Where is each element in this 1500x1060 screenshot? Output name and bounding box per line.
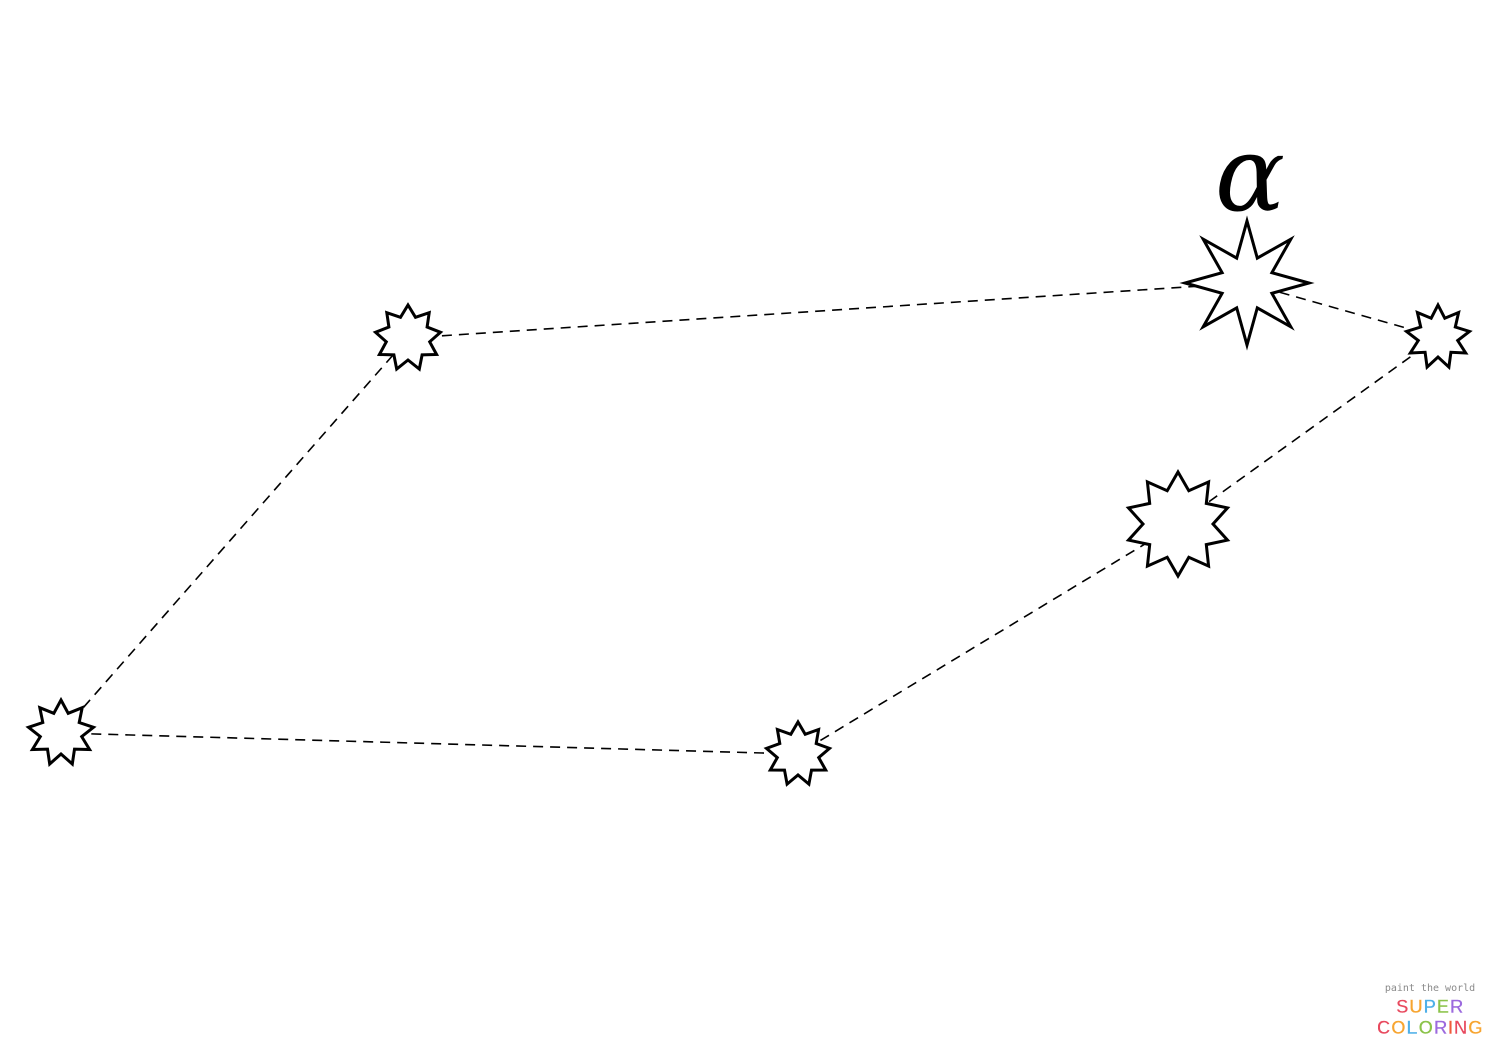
connector-line-6 bbox=[60, 337, 409, 734]
star-upper-left bbox=[372, 302, 444, 372]
connector-line-1 bbox=[407, 282, 1248, 339]
logo-line-super: SUPER bbox=[1396, 997, 1464, 1018]
star-far-right bbox=[1403, 301, 1473, 371]
constellation-lines bbox=[60, 282, 1439, 755]
star-right-middle bbox=[1125, 469, 1231, 579]
alpha-label: α bbox=[1215, 113, 1285, 235]
connector-line-3 bbox=[1177, 336, 1439, 525]
star-bottom-middle bbox=[763, 719, 833, 787]
super-coloring-logo: paint the world SUPER COLORING bbox=[1378, 983, 1482, 1039]
logo-tagline: paint the world bbox=[1385, 983, 1475, 994]
connector-line-5 bbox=[60, 732, 799, 755]
connector-line-4 bbox=[797, 523, 1179, 755]
star-alpha bbox=[1179, 215, 1315, 351]
star-far-left bbox=[25, 696, 97, 767]
constellation-stars bbox=[25, 215, 1473, 787]
logo-line-coloring: COLORING bbox=[1378, 1018, 1482, 1039]
